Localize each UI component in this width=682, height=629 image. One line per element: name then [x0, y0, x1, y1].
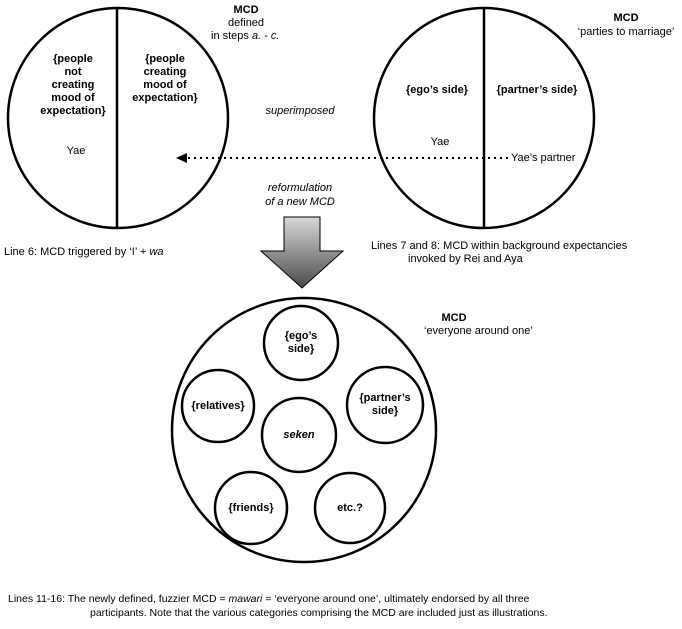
ego-side-category-line: {ego’s	[284, 330, 318, 342]
lines11-16-caption-italic: mawari	[228, 593, 263, 605]
mcd-defined-heading: MCD	[233, 4, 259, 16]
friends-circle	[213, 470, 289, 546]
right-half-label: {people creating mood of expectation}	[120, 53, 210, 105]
left-half-line: {people	[53, 53, 93, 65]
partner-side-circle	[345, 365, 425, 445]
right-half-line: expectation}	[132, 92, 198, 104]
superimposed-label: superimposed	[265, 105, 335, 117]
left-half-line: not	[64, 66, 82, 78]
left-half-label: {people not creating mood of expectation…	[32, 53, 114, 118]
lines7-8-caption-line2: invoked by Rei and Aya	[408, 253, 523, 265]
reformulation-arrow	[259, 216, 345, 289]
mcd-defined-note-line1: defined	[227, 17, 265, 29]
parties-heading: MCD	[613, 12, 639, 24]
relatives-category: {relatives}	[191, 400, 245, 412]
lines7-8-caption-line1: Lines 7 and 8: MCD within background exp…	[371, 240, 628, 252]
left-half-line: mood of	[51, 92, 95, 104]
lines11-16-caption-suffix: = ‘everyone around one’, ultimately endo…	[262, 593, 530, 605]
mcd-defined-note-italic: a. - c.	[251, 30, 280, 42]
right-half-line: mood of	[143, 79, 187, 91]
ego-side-category: {ego’s side}	[261, 330, 341, 356]
ego-side-circle	[262, 304, 340, 382]
line6-caption-text: Line 6: MCD triggered by ‘I’ +	[4, 246, 150, 258]
yaes-partner-label: Yae’s partner	[511, 152, 576, 164]
yae-left-label: Yae	[66, 145, 86, 157]
left-half-line: creating	[51, 79, 95, 91]
partner-side-label: {partner’s side}	[496, 84, 578, 96]
partner-side-category-line: {partner’s	[359, 392, 411, 404]
lines11-16-caption-prefix: Lines 11-16: The newly defined, fuzzier …	[8, 593, 229, 605]
lines11-16-caption-line1: Lines 11-16: The newly defined, fuzzier …	[8, 592, 529, 606]
everyone-heading-note: ‘everyone around one’	[424, 325, 533, 337]
superimpose-arrow-head	[176, 153, 187, 163]
left-half-line: expectation}	[40, 105, 106, 117]
partner-side-category: {partner’s side}	[340, 392, 430, 418]
etc-circle	[313, 471, 387, 545]
relatives-circle	[180, 368, 256, 444]
line6-caption-italic: wa	[149, 246, 164, 258]
etc-category: etc.?	[337, 502, 363, 514]
parties-heading-note: ‘parties to marriage’	[577, 26, 675, 38]
mcd-defined-circle	[6, 6, 230, 230]
ego-side-category-line: side}	[287, 343, 315, 355]
lines11-16-caption-line2: participants. Note that the various cate…	[90, 607, 548, 619]
line6-caption: Line 6: MCD triggered by ‘I’ + wa	[4, 246, 163, 259]
seken-category: seken	[283, 429, 315, 441]
mcd-defined-note-prefix: in steps	[211, 30, 252, 42]
reformulation-label-line1: reformulation	[267, 182, 333, 194]
right-half-line: {people	[145, 53, 185, 65]
mcd-defined-note-line2: in steps a. - c.	[211, 30, 279, 43]
seken-circle	[260, 396, 338, 474]
right-half-line: creating	[143, 66, 187, 78]
ego-side-label: {ego’s side}	[406, 84, 468, 96]
everyone-heading: MCD	[441, 312, 467, 324]
reformulation-label-line2: of a new MCD	[265, 196, 335, 208]
friends-category: {friends}	[228, 502, 274, 514]
yae-right-label: Yae	[430, 136, 450, 148]
partner-side-category-line: side}	[371, 405, 399, 417]
everyone-around-one-circle	[170, 296, 438, 564]
